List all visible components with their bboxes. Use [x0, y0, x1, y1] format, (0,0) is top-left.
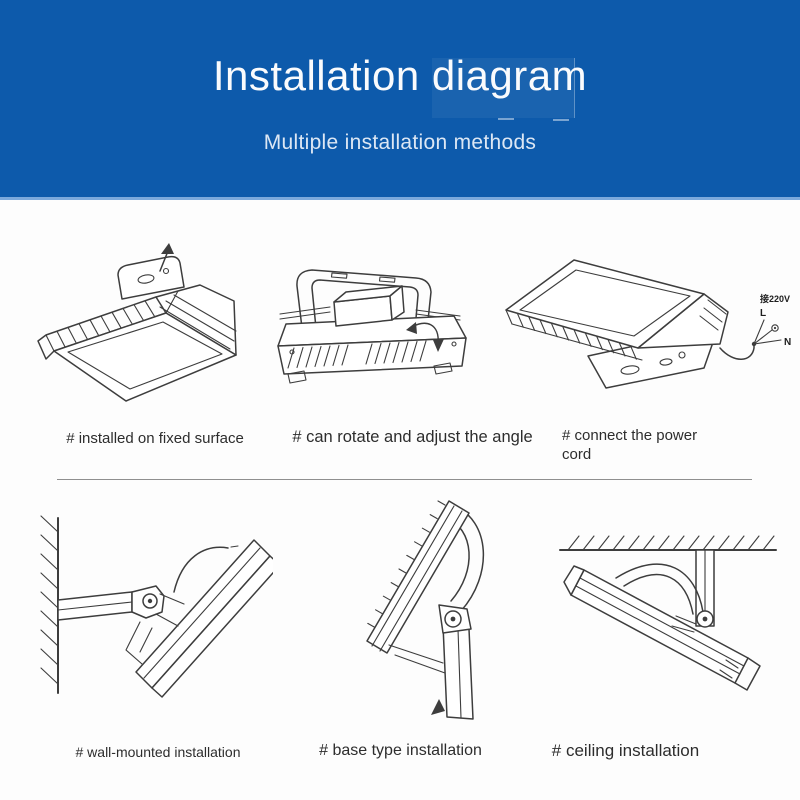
- ceiling-illustration: [559, 535, 777, 691]
- caption-wall-mounted: # wall-mounted installation: [75, 744, 241, 760]
- caption-fixed-surface: # installed on fixed surface: [66, 430, 244, 447]
- pivot-joint: [131, 585, 165, 619]
- base-post: [442, 624, 474, 720]
- caption-connect-power: # connect the power cord: [562, 427, 698, 463]
- figure-base-type: [345, 495, 500, 725]
- body-front-face: [277, 337, 467, 375]
- wire-label-neutral: N: [784, 337, 791, 348]
- watermark-dash: [553, 119, 569, 121]
- handle-bracket: [615, 563, 704, 615]
- mount-bracket: [117, 255, 185, 300]
- caption-base-type: # base type installation: [319, 742, 482, 759]
- up-arrow-icon: [159, 243, 174, 272]
- voltage-label: 接220V: [760, 293, 790, 304]
- wall-surface: [40, 515, 59, 694]
- section-divider: [57, 479, 752, 480]
- figure-fixed-surface: [28, 243, 243, 408]
- floodlight-body: [135, 539, 273, 698]
- figure-ceiling: [548, 522, 788, 702]
- lens-face: [505, 259, 705, 349]
- heatsink-fins: [367, 500, 446, 628]
- rotation-arrow-icon: [406, 322, 444, 352]
- figure-rotate-adjust: [268, 258, 473, 393]
- heatsink-fins: [505, 309, 643, 361]
- wall-mounted-illustration: [40, 515, 273, 698]
- mount-feet: [287, 362, 453, 384]
- watermark-artifact: [432, 58, 575, 118]
- driver-box: [333, 285, 405, 327]
- side-rails: [279, 306, 461, 321]
- connect-power-illustration: L N 接220V: [505, 259, 791, 389]
- brace-links: [671, 615, 697, 633]
- base-foot: [431, 699, 445, 715]
- caption-rotate-adjust: # can rotate and adjust the angle: [292, 428, 533, 446]
- rotate-adjust-illustration: [277, 269, 467, 384]
- ceiling-surface: [559, 535, 777, 551]
- floodlight-body: [366, 500, 470, 654]
- wire-label-live: L: [760, 308, 766, 319]
- figure-connect-power: L N 接220V: [498, 250, 793, 400]
- pivot-joint: [438, 604, 472, 634]
- lens-face: [53, 312, 237, 402]
- floodlight-body: [563, 565, 761, 691]
- rear-bracket: [125, 593, 185, 665]
- page-subtitle: Multiple installation methods: [263, 131, 537, 154]
- base-type-illustration: [366, 500, 484, 720]
- caption-ceiling: # ceiling installation: [551, 741, 700, 760]
- figure-wall-mounted: [28, 498, 273, 708]
- handle-bracket: [296, 269, 432, 331]
- wire-ground-symbol: [771, 324, 779, 332]
- hanger-bracket: [695, 549, 715, 627]
- pivot-joint: [696, 610, 714, 628]
- watermark-dash: [498, 118, 514, 120]
- heatsink-fins: [287, 340, 427, 369]
- header-banner: Installation diagram Multiple installati…: [0, 0, 800, 197]
- header-edge-line: [0, 197, 800, 200]
- page-title: Installation diagram: [212, 52, 588, 99]
- housing-side: [155, 284, 237, 356]
- brace-links: [388, 644, 446, 674]
- power-cord: L N 接220V: [719, 293, 791, 360]
- power-cord: [173, 545, 239, 593]
- fixed-surface-illustration: [37, 243, 237, 402]
